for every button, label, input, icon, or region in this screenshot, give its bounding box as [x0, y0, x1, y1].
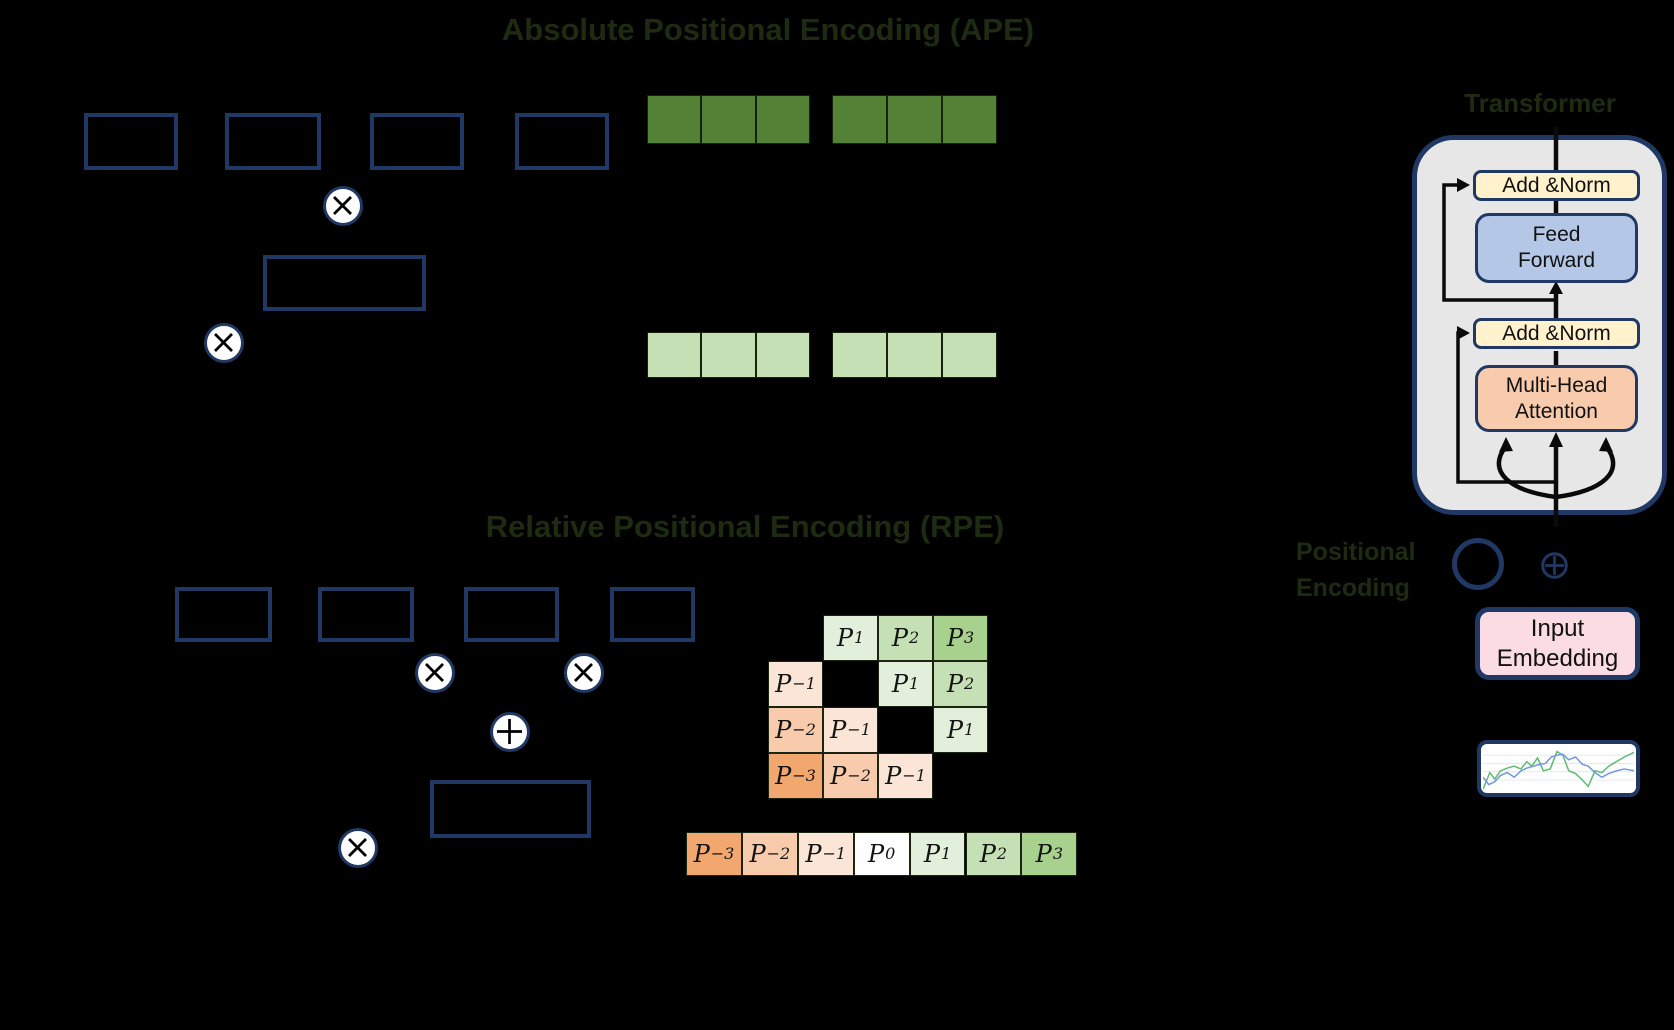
- encoding-cell: [832, 332, 887, 378]
- input-embedding-line-2: Embedding: [1496, 644, 1619, 672]
- ape-title: Absolute Positional Encoding (APE): [501, 12, 1035, 47]
- add-norm-top-label: Add &Norm: [1502, 173, 1611, 197]
- legend-cell: P−1: [797, 832, 854, 876]
- rpe-token-box-1: [175, 587, 272, 642]
- encoding-cell: [887, 95, 942, 144]
- input-time-series-icon: [1477, 740, 1640, 797]
- ape-multiply-icon-1: [323, 186, 363, 226]
- encoding-cell: [887, 332, 942, 378]
- rpe-multiply-icon-1: [415, 653, 455, 693]
- matrix-cell: P−1: [878, 753, 933, 799]
- input-embedding-block: Input Embedding: [1475, 607, 1640, 680]
- ape-token-box-2: [225, 113, 321, 170]
- add-norm-bottom-label: Add &Norm: [1502, 321, 1611, 345]
- ape-position-row: [647, 95, 810, 144]
- rpe-title: Relative Positional Encoding (RPE): [485, 509, 1005, 544]
- feed-forward-line-2: Forward: [1517, 249, 1596, 272]
- mha-line-1: Multi-Head: [1505, 373, 1608, 397]
- encoding-cell: [647, 95, 702, 144]
- plus-circle-icon: [1541, 552, 1568, 579]
- encoding-cell: [832, 95, 887, 144]
- add-norm-top-block: Add &Norm: [1473, 170, 1640, 201]
- encoding-cell: [942, 332, 997, 378]
- multi-head-attention-block: Multi-Head Attention: [1475, 365, 1638, 432]
- positional-encoding-circle-icon: [1452, 538, 1504, 590]
- ape-token-box-1: [84, 113, 178, 170]
- times-glyph: [574, 663, 593, 682]
- rpe-token-box-3: [464, 587, 559, 642]
- positional-encoding-label: Positional Encoding: [1296, 534, 1456, 606]
- encoding-cell: [942, 95, 997, 144]
- ape-position-row: [832, 95, 997, 144]
- encoding-cell: [701, 332, 756, 378]
- encoding-cell: [647, 332, 702, 378]
- matrix-cell: P−2: [768, 707, 823, 753]
- blue-series-line: [1483, 753, 1634, 786]
- plus-glyph: [497, 719, 522, 744]
- ape-token-box-4: [515, 113, 609, 170]
- matrix-cell: P−1: [823, 707, 878, 753]
- rpe-token-box-2: [318, 587, 414, 642]
- encoding-cell: [755, 332, 810, 378]
- positional-encoding-line-1: Positional: [1296, 538, 1416, 566]
- ape-embedding-row: [647, 332, 810, 378]
- rpe-multiply-icon-2: [564, 653, 604, 693]
- green-series-line: [1483, 750, 1634, 790]
- transformer-arrows: [1442, 127, 1616, 527]
- ape-embedding-row: [832, 332, 997, 378]
- times-glyph: [348, 838, 367, 857]
- feed-forward-block: Feed Forward: [1475, 213, 1638, 283]
- matrix-cell: P−1: [768, 661, 823, 707]
- add-norm-bottom-block: Add &Norm: [1473, 318, 1640, 349]
- matrix-cell: P−2: [823, 753, 878, 799]
- legend-cell: P−3: [686, 832, 742, 876]
- encoding-cell: [755, 95, 810, 144]
- rpe-wide-outline-box: [430, 780, 591, 838]
- times-glyph: [333, 196, 352, 215]
- ape-multiply-icon-2: [204, 323, 244, 363]
- time-series-plot: [1483, 750, 1634, 790]
- times-glyph: [214, 333, 233, 352]
- times-glyph: [425, 663, 444, 682]
- rpe-token-box-4: [610, 587, 695, 642]
- matrix-cell: P−3: [768, 753, 823, 799]
- legend-cell: P−2: [741, 832, 798, 876]
- input-embedding-line-1: Input: [1530, 615, 1585, 643]
- ape-wide-outline-box: [263, 255, 426, 311]
- transformer-title: Transformer: [1464, 88, 1616, 118]
- encoding-cell: [701, 95, 756, 144]
- mha-line-2: Attention: [1515, 399, 1598, 423]
- feed-forward-line-1: Feed: [1532, 223, 1581, 247]
- rpe-add-icon: [490, 712, 530, 752]
- rpe-multiply-icon-3: [338, 828, 378, 868]
- positional-encoding-line-2: Encoding: [1296, 574, 1410, 602]
- ape-token-box-3: [370, 113, 464, 170]
